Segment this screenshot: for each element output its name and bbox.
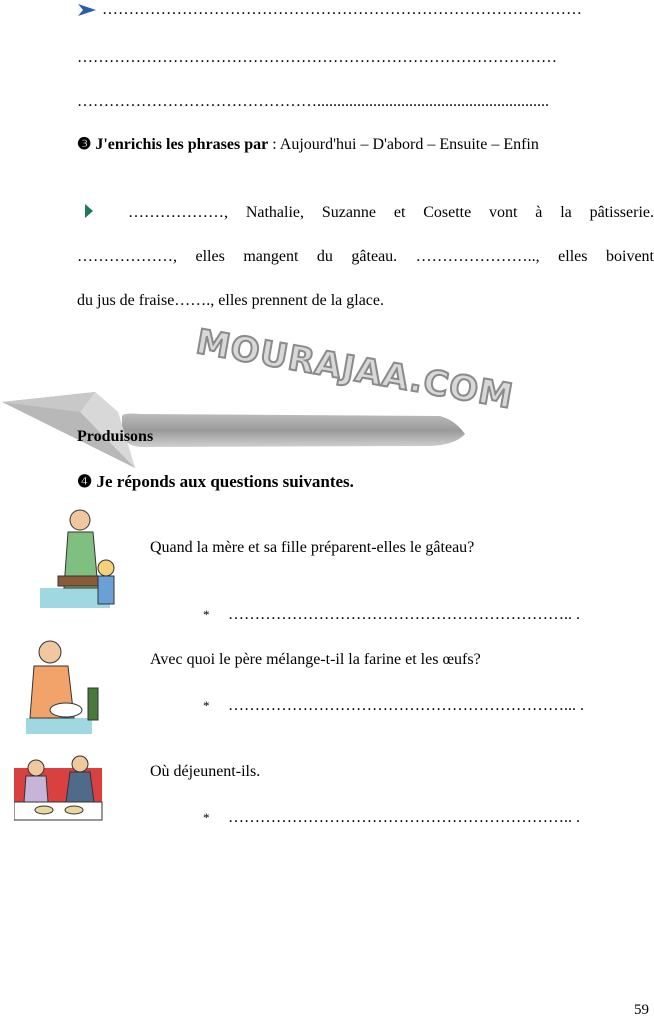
exercise-4-heading: ❹ Je réponds aux questions suivantes.	[77, 472, 354, 492]
exercise-title: Je réponds aux questions suivantes.	[96, 472, 354, 491]
answer-bullet: *	[203, 810, 210, 825]
paragraph-line: ………………, elles mangent du gâteau. ……………………	[77, 248, 654, 265]
exercise-number: ❸	[77, 136, 92, 153]
exercise-3-heading: ❸ J'enrichis les phrases par : Aujourd'h…	[77, 135, 539, 155]
answer-line: ………………………………………………………………………………	[77, 49, 557, 66]
answer-line[interactable]: ………………………………………………………... .	[228, 697, 584, 714]
triangle-bullet-icon	[85, 204, 93, 218]
exercise-title: J'enrichis les phrases par	[95, 136, 269, 153]
question-text: Quand la mère et sa fille préparent-elle…	[150, 539, 475, 556]
answer-line: ……………………………………….........................…	[77, 93, 549, 110]
answer-line: ………………………………………………………………………………	[102, 1, 582, 18]
arrow-bullet-icon	[78, 4, 96, 16]
question-text: Avec quoi le père mélange-t-il la farine…	[150, 651, 481, 668]
answer-bullet: *	[203, 698, 210, 713]
paragraph-line: du jus de fraise……., elles prennent de l…	[77, 292, 384, 309]
paragraph-line: ………………, Nathalie, Suzanne et Cosette von…	[128, 204, 654, 221]
answer-line[interactable]: ……………………………………………………….. .	[228, 606, 580, 623]
word-list: : Aujourd'hui – D'abord – Ensuite – Enfi…	[268, 136, 539, 153]
answer-bullet: *	[203, 607, 210, 622]
question-text: Où déjeunent-ils.	[150, 763, 261, 780]
family-lunch-illustration	[14, 755, 103, 821]
father-mixing-illustration	[26, 640, 99, 734]
section-title: Produisons	[77, 428, 154, 445]
answer-line[interactable]: ……………………………………………………….. .	[228, 809, 580, 826]
exercise-number: ❹	[77, 472, 93, 491]
page-number: 59	[634, 1002, 649, 1017]
section-banner	[2, 392, 466, 468]
mother-daughter-baking-illustration	[40, 509, 115, 608]
